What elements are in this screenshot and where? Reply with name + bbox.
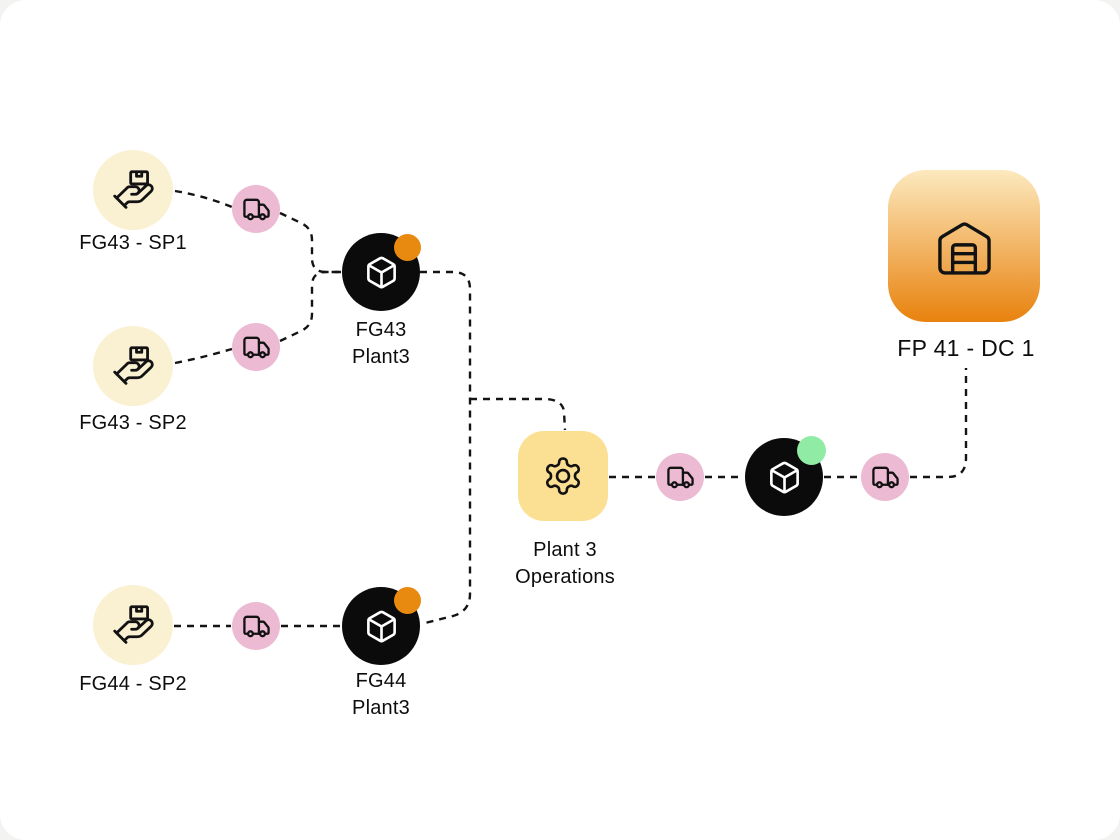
edge-plants-trunk — [420, 270, 472, 626]
node-fg43-sp1[interactable] — [93, 150, 173, 230]
node-label-line1: FG44 — [355, 670, 407, 692]
node-label-line1: FG43 — [355, 319, 407, 341]
node-label-fp41-dc1: FP 41 - DC 1 — [897, 335, 1035, 361]
node-transport-4[interactable] — [656, 453, 704, 501]
node-plant3-operations[interactable] — [518, 431, 608, 521]
node-fp41-dc1[interactable] — [888, 170, 1040, 322]
node-label-line2: Plant3 — [352, 697, 410, 719]
warehouse-icon — [930, 212, 998, 280]
node-fg44-sp2[interactable] — [93, 585, 173, 665]
node-label-line1: Plant 3 — [533, 539, 597, 561]
node-transport-5[interactable] — [861, 453, 909, 501]
node-label-fg43-plant3: FG43 Plant3 — [352, 317, 410, 371]
truck-icon — [871, 463, 900, 492]
cube-icon — [364, 255, 399, 290]
gear-icon — [542, 455, 584, 497]
edge-transport-fp41dc1 — [910, 368, 968, 479]
hand-box-icon — [111, 344, 156, 389]
hand-box-icon — [111, 603, 156, 648]
node-label-line2: Plant3 — [352, 346, 410, 368]
node-label-fg43-sp1: FG43 - SP1 — [79, 232, 187, 254]
cube-icon — [364, 609, 399, 644]
node-label-fg43-sp2: FG43 - SP2 — [79, 412, 187, 434]
truck-icon — [242, 195, 271, 224]
truck-icon — [242, 333, 271, 362]
node-label-line2: Operations — [515, 566, 615, 588]
edge-trunk-operations — [470, 397, 567, 431]
edge-transport-fg43plant3-b — [279, 270, 341, 343]
status-dot-orange — [394, 234, 421, 261]
node-transport-1[interactable] — [232, 185, 280, 233]
edge-fg43sp1-transport — [174, 189, 233, 209]
edge-transport-fg43plant3-a — [279, 211, 341, 274]
edge-fg43sp2-transport — [174, 347, 233, 365]
node-label-fg44-sp2: FG44 - SP2 — [79, 673, 187, 695]
truck-icon — [242, 612, 271, 641]
node-transport-2[interactable] — [232, 323, 280, 371]
truck-icon — [666, 463, 695, 492]
status-dot-orange — [394, 587, 421, 614]
hand-box-icon — [111, 168, 156, 213]
node-fg43-sp2[interactable] — [93, 326, 173, 406]
node-transport-3[interactable] — [232, 602, 280, 650]
status-dot-green — [797, 436, 826, 465]
node-label-fg44-plant3: FG44 Plant3 — [352, 668, 410, 722]
cube-icon — [767, 460, 802, 495]
node-label-plant3-operations: Plant 3 Operations — [515, 537, 615, 591]
